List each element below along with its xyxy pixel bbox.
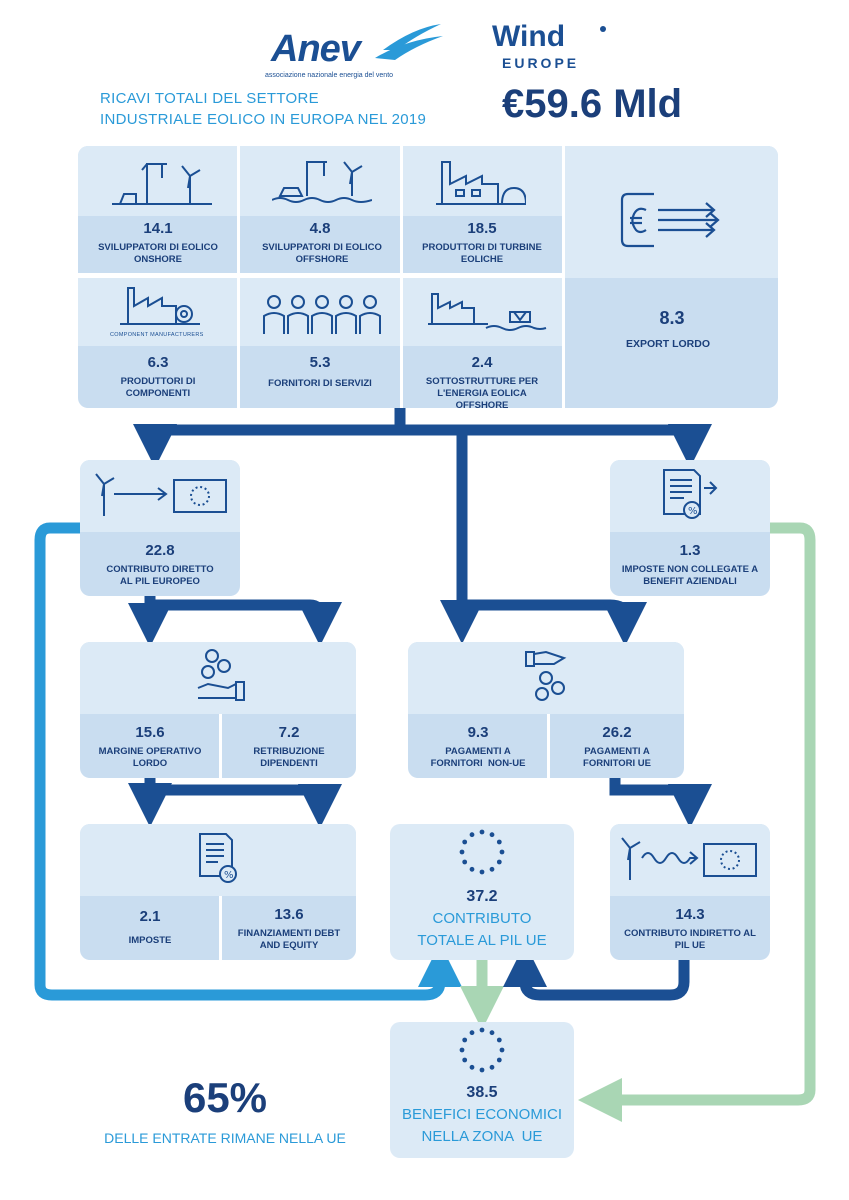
anev-swoosh-icon (375, 24, 443, 60)
salaries-value: 7.2 (278, 724, 300, 741)
components-value: 6.3 (147, 354, 169, 371)
onshore-value: 14.1 (143, 220, 173, 237)
onshore-construction-icon (112, 163, 212, 205)
turbines-label: PRODUTTORI DI TURBINE EOLICHE (422, 242, 542, 265)
total-contrib-value: 37.2 (466, 888, 498, 905)
svg-text:%: % (688, 506, 698, 517)
salaries-label: RETRIBUZIONE DIPENDENTI (253, 746, 325, 769)
turbine-to-eu-icon (95, 473, 227, 516)
taxes-nonbenefit-box (610, 460, 770, 596)
revenue-grid (78, 146, 778, 408)
taxes-financing-box (80, 824, 356, 960)
total-contrib-label-1: CONTRIBUTO (432, 910, 532, 927)
substructures-label: SOTTOSTRUTTURE PER L'ENERGIA EOLICA OFFS… (425, 376, 539, 411)
indirect-contribution-box (610, 824, 770, 960)
onshore-label: SVILUPPATORI DI EOLICO ONSHORE (98, 242, 218, 265)
tax-document-icon: % (199, 833, 237, 883)
benefits-value: 38.5 (466, 1084, 498, 1101)
wind-dot-icon (600, 26, 606, 32)
arrow-direct-to-total (34, 522, 462, 1001)
turbine-wave-eu-icon (621, 837, 757, 880)
services-label: FORNITORI DI SERVIZI (268, 378, 372, 389)
taxes-nonbenefit-label: IMPOSTE NON COLLEGATE A BENEFIT AZIENDAL… (621, 564, 759, 587)
turbines-value: 18.5 (467, 220, 497, 237)
export-value: 8.3 (659, 308, 685, 328)
payments-nonue-value: 9.3 (467, 724, 489, 741)
wind-sub: EUROPE (502, 55, 580, 71)
substructures-value: 2.4 (471, 354, 493, 371)
taxes-label: IMPOSTE (128, 935, 172, 946)
direct-label: CONTRIBUTO DIRETTO AL PIL EUROPEO (106, 564, 214, 587)
payments-ue-value: 26.2 (602, 724, 632, 741)
windeurope-logo: Wind EUROPE (492, 20, 612, 80)
margin-value: 15.6 (135, 724, 165, 741)
direct-value: 22.8 (145, 542, 175, 559)
page-title-line1: RICAVI TOTALI DEL SETTORE (100, 90, 319, 107)
offshore-substructure-icon (428, 293, 547, 331)
indirect-value: 14.3 (675, 906, 705, 923)
total-revenue: €59.6 Mld (502, 82, 683, 126)
anev-tagline: associazione nazionale energia del vento (265, 72, 394, 79)
payments-ue-label: PAGAMENTI A FORNITORI UE (583, 746, 651, 769)
component-factory-icon (120, 287, 200, 325)
coins-hand-icon (197, 649, 245, 701)
eu-stars-icon-2 (459, 1027, 505, 1073)
summary-text: DELLE ENTRATE RIMANE NELLA UE (104, 1130, 346, 1146)
indirect-label: CONTRIBUTO INDIRETTO AL PIL UE (624, 928, 756, 951)
arrow-revenue-split (133, 408, 406, 468)
offshore-label: SVILUPPATORI DI EOLICO OFFSHORE (262, 242, 382, 265)
arrow-taxes-to-benefits (578, 522, 816, 1122)
payments-nonue-label-b: FORNITORI NON-UE (430, 758, 526, 769)
payments-nonue-label-a: PAGAMENTI A (445, 746, 511, 757)
export-label: EXPORT LORDO (625, 338, 710, 350)
benefits-label-1: BENEFICI ECONOMICI (401, 1106, 562, 1123)
page-title-line2: INDUSTRIALE EOLICO IN EUROPA NEL 2019 (100, 111, 427, 128)
total-contribution-box (390, 824, 574, 960)
svg-text:%: % (224, 870, 234, 881)
anev-name: Anev (271, 28, 361, 70)
wind-name: Wind (492, 20, 566, 53)
eu-stars-icon (459, 829, 505, 875)
financing-value: 13.6 (274, 906, 304, 923)
taxes-nonbenefit-value: 1.3 (679, 542, 701, 559)
margin-label: MARGINE OPERATIVO LORDO (98, 746, 202, 769)
arrow-indirect-to-total (503, 943, 690, 1001)
offshore-construction-icon (272, 161, 372, 203)
total-contrib-label-2: TOTALE AL PIL UE (417, 932, 547, 949)
turbine-factory-icon (436, 161, 526, 205)
components-label: PRODUTTORI DI COMPONENTI (120, 376, 196, 399)
summary-percent: 65% (182, 1074, 268, 1121)
component-icon-caption: COMPONENT MANUFACTURERS (110, 332, 204, 338)
financing-label: FINANZIAMENTI DEBT AND EQUITY (237, 928, 341, 951)
anev-logo: Anev associazione nazionale energia del … (265, 20, 445, 80)
arrow-paymentsue-to-indirect (609, 778, 712, 828)
services-value: 5.3 (309, 354, 331, 371)
benefits-label-2: NELLA ZONA UE (421, 1128, 543, 1145)
service-workers-icon (263, 295, 381, 334)
taxes-value: 2.1 (139, 908, 161, 925)
offshore-value: 4.8 (309, 220, 331, 237)
euro-export-icon (620, 192, 720, 248)
hand-coins-icon (525, 650, 567, 701)
tax-document-export-icon: % (663, 469, 718, 519)
benefits-box (390, 1022, 574, 1158)
